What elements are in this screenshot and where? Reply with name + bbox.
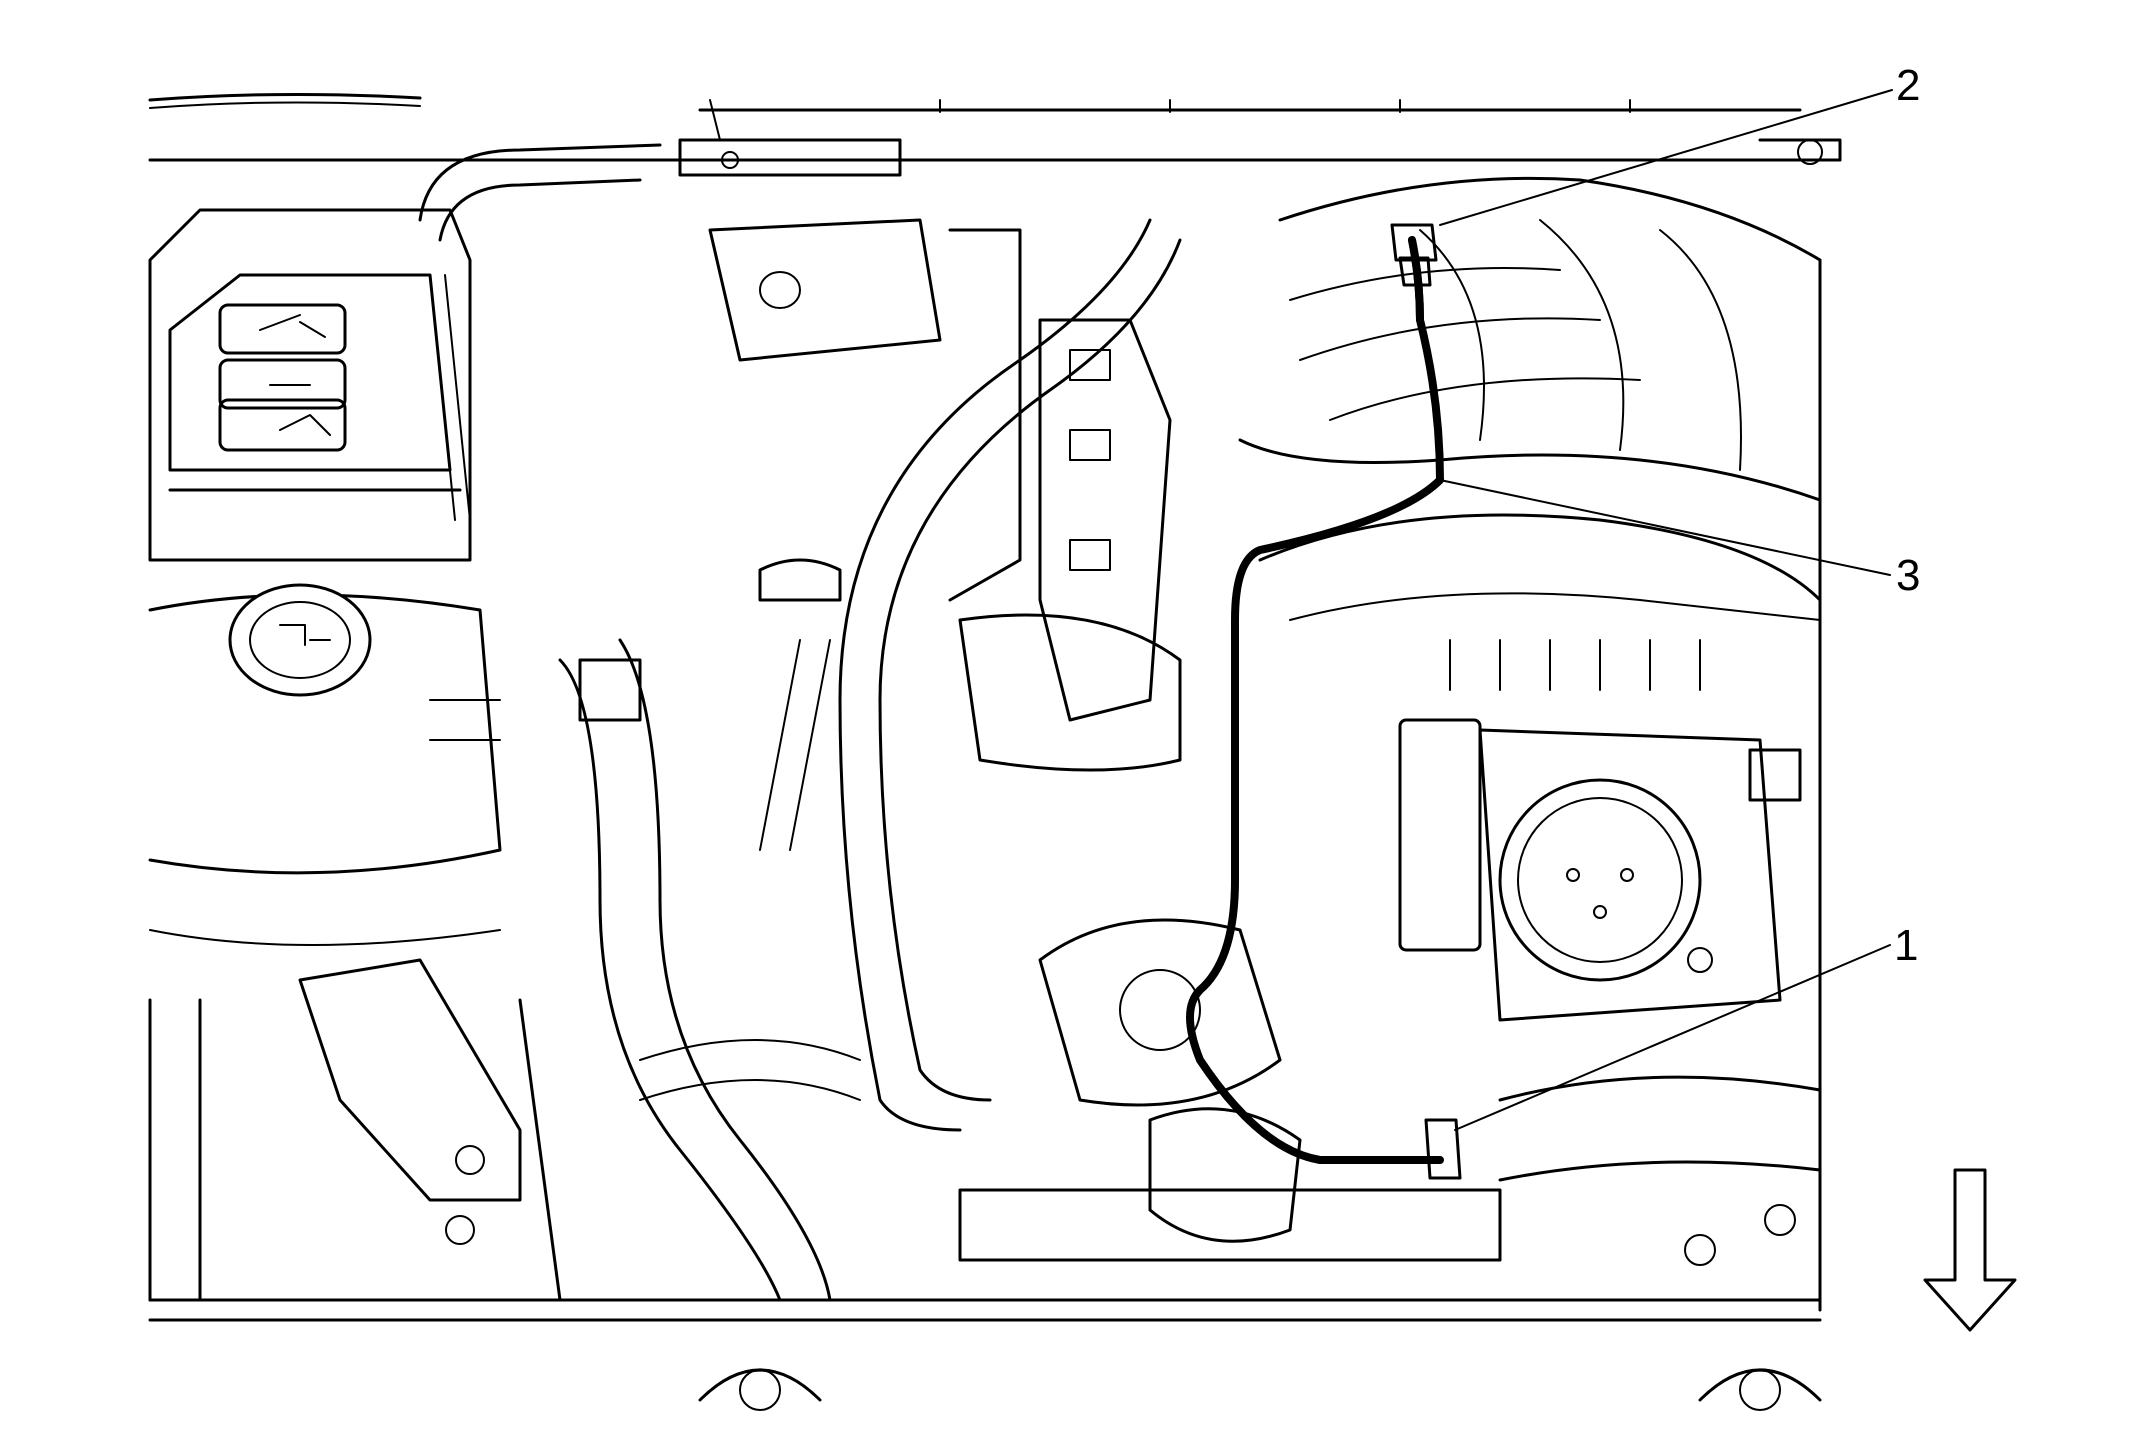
callout-2: 2 [1896,61,1920,110]
callout-leaders [1439,89,1893,1131]
arrow-down-icon [1923,1168,2017,1332]
center-components [708,218,1182,772]
coolant-reservoir [148,583,502,946]
coolant-hoses [418,143,1182,1302]
upper-cowl [148,92,1842,177]
highlighted-hose [1186,223,1462,1180]
intake-manifold [1238,176,1822,1312]
leader-line-3 [1439,479,1891,576]
throttle-body [1398,718,1802,1022]
callout-3: 3 [1896,551,1920,600]
fuse-box [148,208,472,562]
lower-front-frame [148,1298,1822,1411]
radiator-support-bracket [148,958,562,1302]
callout-1: 1 [1894,921,1918,970]
leader-line-1 [1454,944,1891,1131]
leader-line-2 [1439,89,1893,226]
engine-front-lower [958,918,1822,1266]
